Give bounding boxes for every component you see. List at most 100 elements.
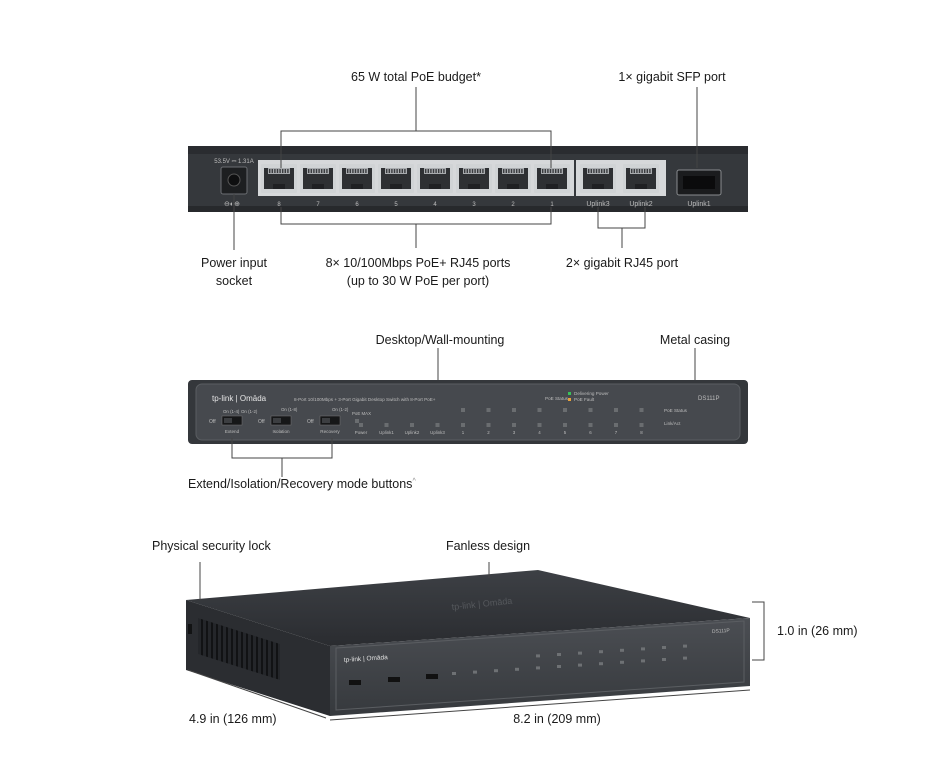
poe-port-7 bbox=[300, 164, 336, 193]
perspective-device: tp-link | Omāda tp-link | Omāda DS111P bbox=[186, 562, 765, 721]
link-led-Uplink1 bbox=[384, 423, 389, 427]
front-model: DS111P bbox=[698, 396, 719, 402]
persp-poe-led-2 bbox=[557, 653, 561, 656]
legend-fault: PoE Fault bbox=[574, 397, 595, 402]
led-label-5: 5 bbox=[564, 430, 567, 435]
persp-link-led-2 bbox=[473, 670, 477, 674]
poe-status-led-2 bbox=[486, 408, 491, 412]
height-dimension: 1.0 in (26 mm) bbox=[777, 624, 858, 638]
led-label-7: 7 bbox=[615, 430, 618, 435]
mode-switch-label-isolation: Isolation bbox=[272, 429, 290, 434]
poe-status-led-5 bbox=[563, 408, 567, 412]
persp-link-led-7 bbox=[578, 663, 582, 667]
rj45-uplinks-callout: 2× gigabit RJ45 port bbox=[565, 256, 679, 270]
side-vents bbox=[198, 618, 280, 680]
front-description: 8-Port 10/100Mbps + 3-Port Gigabit Deskt… bbox=[294, 397, 436, 402]
poe-status-led-3 bbox=[512, 408, 516, 412]
security-lock-callout: Physical security lock bbox=[152, 539, 271, 553]
front-brand-logo: tp-link | Omāda bbox=[212, 394, 267, 403]
port-number-2: 2 bbox=[511, 202, 515, 208]
mode-switch-label-recovery: Recovery bbox=[320, 429, 340, 434]
persp-poe-led-6 bbox=[641, 647, 645, 651]
uplink-label-2: Uplink2 bbox=[629, 201, 652, 208]
mode-buttons-callout: Extend/Isolation/Recovery mode buttons^ bbox=[188, 473, 416, 493]
poe-ports-callout-line2: (up to 30 W PoE per port) bbox=[346, 274, 490, 288]
led-label-2: 2 bbox=[487, 430, 490, 435]
front-leader-lines bbox=[231, 348, 696, 477]
persp-link-led-11 bbox=[662, 658, 666, 661]
off-label-2: Off bbox=[258, 419, 265, 425]
switch-state-label-4: On (1-2) bbox=[332, 407, 349, 412]
uplink-port-Uplink2 bbox=[623, 164, 659, 193]
legend-delivering: Delivering Power bbox=[574, 391, 609, 396]
poe-status-led-6 bbox=[588, 408, 593, 412]
power-socket-callout-line2: socket bbox=[215, 274, 253, 288]
led-label-Uplink3: Uplink3 bbox=[430, 430, 445, 435]
persp-poe-led-3 bbox=[578, 651, 582, 655]
poe-max-label: PoE MAX bbox=[352, 411, 371, 416]
poe-max-led bbox=[355, 419, 359, 423]
off-label-3: Off bbox=[307, 419, 314, 425]
led-label-Uplink1: Uplink1 bbox=[379, 430, 394, 435]
poe-status-led-4 bbox=[537, 408, 542, 412]
persp-link-led-12 bbox=[683, 656, 687, 660]
persp-link-led-6 bbox=[557, 665, 561, 668]
link-led-7 bbox=[614, 423, 618, 427]
poe-status-led-1 bbox=[461, 408, 465, 412]
link-led-2 bbox=[486, 423, 491, 427]
persp-switch-recovery bbox=[426, 674, 438, 679]
port-number-7: 7 bbox=[316, 202, 320, 208]
persp-link-led-8 bbox=[599, 662, 603, 666]
port-number-6: 6 bbox=[355, 202, 359, 208]
mode-buttons-footnote-mark: ^ bbox=[412, 478, 416, 485]
poe-ports-callout-line1: 8× 10/100Mbps PoE+ RJ45 ports bbox=[325, 256, 511, 270]
link-led-Uplink2 bbox=[410, 423, 414, 427]
persp-link-led-5 bbox=[536, 666, 540, 670]
right-label-poe-status: PoE Status bbox=[664, 408, 688, 413]
link-led-6 bbox=[588, 423, 593, 427]
switch-state-label-1: On (1-4) bbox=[223, 409, 240, 414]
persp-poe-led-8 bbox=[683, 644, 687, 648]
persp-link-led-3 bbox=[494, 669, 498, 673]
polarity-symbol: ⊖◐⊕ bbox=[224, 201, 240, 208]
link-led-4 bbox=[537, 423, 542, 427]
rear-leader-lines bbox=[233, 87, 698, 250]
power-socket-callout-line1: Power input bbox=[200, 256, 268, 270]
persp-link-led-10 bbox=[641, 659, 645, 663]
persp-switch-extend bbox=[349, 680, 361, 685]
led-label-Uplink2: Uplink2 bbox=[405, 430, 420, 435]
led-label-8: 8 bbox=[640, 430, 643, 435]
perspective-front-brand: tp-link | Omāda bbox=[344, 654, 389, 664]
security-lock-slot bbox=[188, 624, 192, 634]
poe-port-4 bbox=[417, 164, 453, 193]
depth-dimension: 4.9 in (126 mm) bbox=[189, 712, 277, 726]
poe-status-led-8 bbox=[639, 408, 644, 412]
switch-state-label-2: On (1-2) bbox=[241, 409, 258, 414]
poe-port-8 bbox=[261, 164, 297, 193]
persp-poe-led-7 bbox=[662, 646, 666, 649]
port-number-5: 5 bbox=[394, 202, 398, 208]
uplink1-label: Uplink1 bbox=[687, 201, 710, 208]
casing-callout: Metal casing bbox=[659, 333, 731, 347]
sfp-port-callout: 1× gigabit SFP port bbox=[618, 70, 726, 84]
link-led-5 bbox=[563, 423, 567, 427]
perspective-leader-lines bbox=[187, 562, 765, 721]
link-led-3 bbox=[512, 423, 516, 427]
mode-switch-label-extend: Extend bbox=[225, 429, 240, 434]
persp-link-led-4 bbox=[515, 667, 519, 671]
front-panel: tp-link | Omāda 8-Port 10/100Mbps + 3-Po… bbox=[188, 348, 748, 477]
uplink-port-Uplink3 bbox=[580, 164, 616, 193]
port-number-4: 4 bbox=[433, 202, 437, 208]
mode-buttons-text: Extend/Isolation/Recovery mode buttons bbox=[188, 477, 413, 492]
link-led-Uplink3 bbox=[435, 423, 440, 427]
persp-link-led-1 bbox=[452, 672, 456, 675]
led-label-4: 4 bbox=[538, 430, 541, 435]
link-led-8 bbox=[639, 423, 644, 427]
off-label-1: Off bbox=[209, 419, 216, 425]
right-label-link-act: Link/Act bbox=[664, 421, 681, 426]
port-number-1: 1 bbox=[550, 202, 554, 208]
